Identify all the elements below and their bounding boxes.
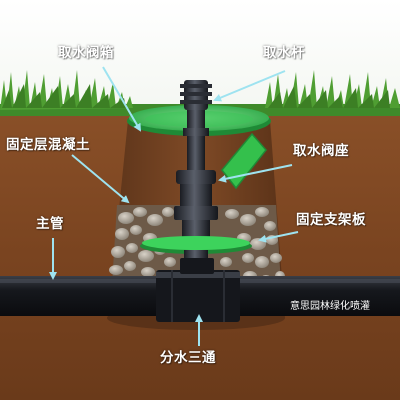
tee-fitting: [156, 258, 240, 322]
label-valve-seat: 取水阀座: [293, 143, 349, 159]
intake-rod: [180, 80, 212, 170]
bracket-plate: [140, 236, 252, 254]
label-main-pipe: 主管: [36, 216, 64, 232]
label-valve-box: 取水阀箱: [58, 45, 114, 61]
arrow-valve-seat: [218, 164, 293, 183]
valve-cover-flap: [221, 132, 267, 190]
arrow-concrete-layer: [71, 154, 130, 204]
brand-watermark: 意思园林绿化喷灌: [290, 301, 370, 312]
label-concrete-layer: 固定层混凝土: [6, 137, 90, 153]
arrow-intake-rod: [213, 70, 286, 102]
label-tee: 分水三通: [160, 350, 216, 366]
callout-arrows: [49, 66, 299, 346]
arrow-valve-box: [102, 66, 142, 132]
label-intake-rod: 取水杆: [263, 45, 305, 61]
arrow-bracket-plate: [258, 231, 299, 243]
label-bracket-plate: 固定支架板: [296, 212, 366, 228]
